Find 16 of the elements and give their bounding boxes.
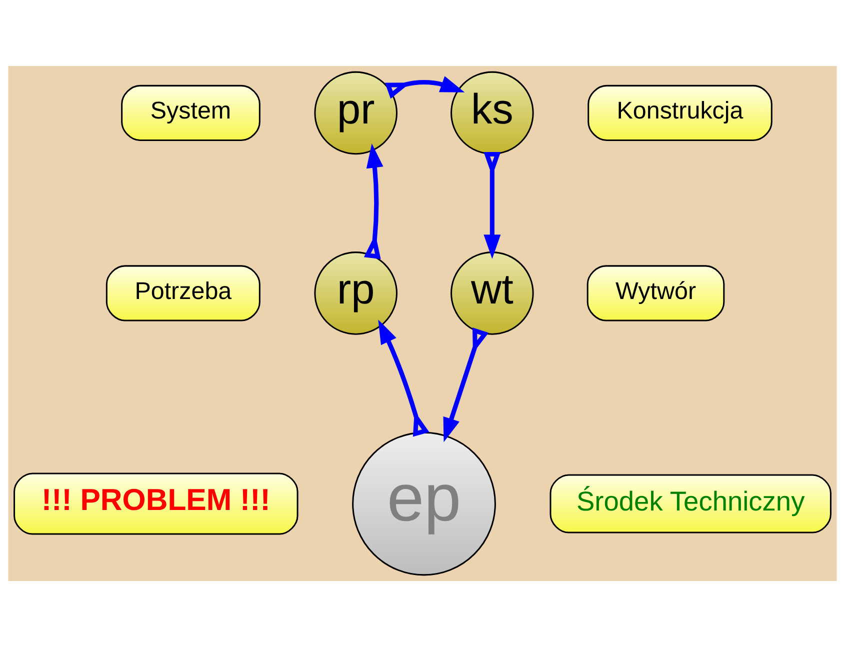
node-circle: wt: [450, 251, 534, 334]
arrow: [378, 319, 430, 436]
arrow: [443, 327, 489, 442]
node-circle: ep: [352, 431, 496, 576]
node-box: Środek Techniczny: [550, 474, 832, 533]
arrow: [484, 151, 501, 258]
node-box: Wytwór: [586, 264, 725, 321]
node-box: Potrzeba: [106, 264, 260, 321]
node-circle: pr: [314, 70, 398, 154]
node-box: System: [121, 84, 260, 140]
arrow: [364, 143, 384, 259]
node-circle: ks: [450, 70, 534, 154]
arrow: [384, 76, 465, 98]
node-box: !!! PROBLEM !!!: [14, 472, 298, 534]
node-circle: rp: [314, 251, 398, 334]
node-box: Konstrukcja: [588, 84, 772, 140]
